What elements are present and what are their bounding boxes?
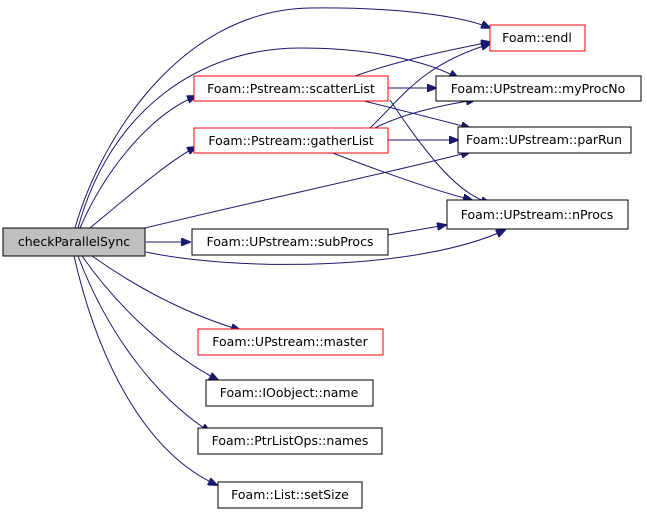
node-parrun[interactable]: Foam::UPstream::parRun (457, 126, 632, 154)
edge-subprocs-to-nprocs (387, 225, 446, 236)
edge-gatherlist-to-myprocno (374, 100, 475, 129)
edge-gatherlist-to-endl (369, 44, 490, 129)
edge-checkparallelsync-to-nprocs (145, 230, 505, 265)
node-names[interactable]: Foam::PtrListOps::names (197, 427, 383, 455)
node-scatterlist[interactable]: Foam::Pstream::scatterList (193, 75, 389, 102)
edge-scatterlist-to-parrun (359, 99, 470, 128)
node-myprocno[interactable]: Foam::UPstream::myProcNo (435, 75, 642, 102)
node-label-nprocs: Foam::UPstream::nProcs (461, 207, 613, 222)
node-checkparallelsync[interactable]: checkParallelSync (2, 227, 146, 257)
edge-checkparallelsync-to-scatterlist (79, 96, 196, 229)
node-label-endl: Foam::endl (502, 30, 572, 45)
node-name[interactable]: Foam::IOobject::name (205, 379, 374, 407)
edge-checkparallelsync-to-myprocno (77, 47, 458, 229)
node-label-master: Foam::UPstream::master (212, 334, 368, 349)
edge-checkparallelsync-to-parrun (144, 152, 470, 229)
nodes-layer: checkParallelSync Foam::endl Foam::Pstre… (2, 24, 642, 509)
edge-scatterlist-to-nprocs (389, 99, 490, 203)
node-label-setsize: Foam::List::setSize (231, 487, 349, 502)
edge-checkparallelsync-to-gatherlist (89, 147, 196, 229)
node-master[interactable]: Foam::UPstream::master (197, 328, 384, 356)
node-label-subprocs: Foam::UPstream::subProcs (207, 234, 374, 249)
node-label-scatterlist: Foam::Pstream::scatterList (207, 81, 375, 96)
edge-checkparallelsync-to-names (77, 255, 210, 432)
node-label-parrun: Foam::UPstream::parRun (466, 132, 622, 147)
edge-checkparallelsync-to-master (91, 255, 240, 330)
node-setsize[interactable]: Foam::List::setSize (217, 481, 363, 509)
node-nprocs[interactable]: Foam::UPstream::nProcs (446, 199, 629, 230)
edge-checkparallelsync-to-setsize (73, 255, 217, 485)
node-subprocs[interactable]: Foam::UPstream::subProcs (191, 228, 389, 256)
edge-checkparallelsync-to-endl (74, 7, 490, 229)
edge-checkparallelsync-to-name (81, 255, 218, 380)
node-label-name: Foam::IOobject::name (220, 385, 359, 400)
node-label-myprocno: Foam::UPstream::myProcNo (451, 81, 626, 96)
edge-scatterlist-to-endl (354, 42, 490, 77)
edge-gatherlist-to-nprocs (329, 151, 472, 200)
node-label-checkparallelsync: checkParallelSync (18, 234, 130, 249)
node-label-gatherlist: Foam::Pstream::gatherList (208, 133, 373, 148)
node-gatherlist[interactable]: Foam::Pstream::gatherList (193, 127, 389, 154)
node-label-names: Foam::PtrListOps::names (212, 433, 369, 448)
node-endl[interactable]: Foam::endl (489, 24, 586, 52)
edges-layer (73, 7, 505, 485)
